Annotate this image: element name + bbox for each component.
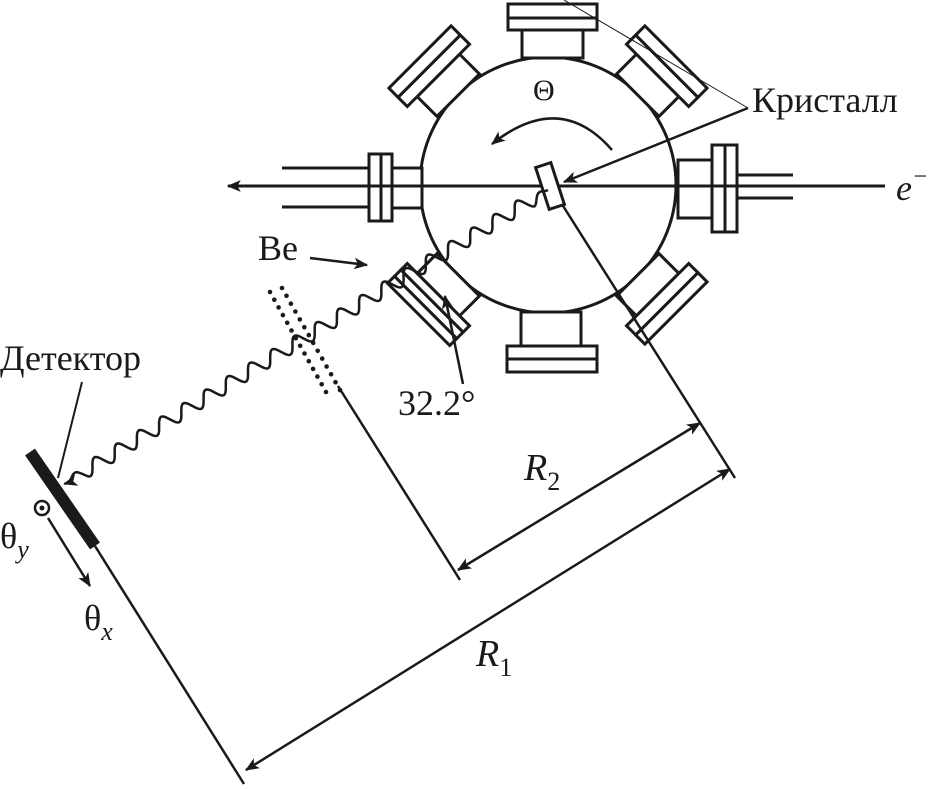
- aperture-dot: [293, 335, 299, 341]
- aperture-dot: [297, 343, 303, 349]
- aperture-dot: [293, 309, 298, 314]
- aperture-dot: [328, 372, 334, 377]
- electron-symbol: e: [896, 168, 912, 208]
- aperture-dot: [319, 382, 325, 387]
- aperture-dot: [333, 379, 338, 385]
- port-top: [506, 2, 599, 60]
- r1-label: R1: [475, 633, 512, 682]
- aperture-dot: [310, 366, 316, 372]
- r2-dimension-arrow: [457, 421, 701, 572]
- theta-x-arrow: [46, 517, 92, 587]
- aperture-dotted: [267, 285, 343, 395]
- aperture-dot: [289, 328, 294, 333]
- aperture-dot: [284, 293, 289, 299]
- electron-charge: −: [912, 164, 928, 190]
- aperture-dot: [319, 356, 325, 361]
- aperture-dot: [315, 374, 320, 379]
- crystal-label: Кристалл: [752, 80, 898, 120]
- be-pointer: [309, 256, 369, 270]
- beryllium-window-label: Be: [258, 228, 298, 268]
- crystal-axis-line: [551, 189, 737, 479]
- aperture-dot: [284, 320, 290, 326]
- theta-x-subscript: x: [100, 617, 113, 646]
- aperture-dot: [280, 312, 286, 318]
- aperture-dot: [306, 358, 312, 364]
- detector-bar: [25, 448, 100, 550]
- r1-main: R: [475, 633, 499, 675]
- port-right: [676, 143, 793, 234]
- crystal-pointer-arrow: [562, 106, 749, 184]
- theta-y-label: θy: [0, 516, 29, 564]
- theta-x-main: θ: [84, 598, 101, 638]
- rotation-angle-label: Θ: [533, 74, 555, 107]
- theta-x-label: θx: [84, 598, 113, 646]
- aperture-dot: [279, 285, 285, 291]
- theta-y-axis-dot: [39, 505, 45, 511]
- port-bottom: [505, 310, 599, 374]
- aperture-dot: [302, 324, 307, 330]
- r1-dimension-arrow: [245, 467, 731, 772]
- r2-main: R: [523, 447, 547, 489]
- aperture-dot: [323, 389, 329, 395]
- aperture-dot: [267, 289, 273, 295]
- aperture-dot: [288, 301, 294, 307]
- aperture-dot: [324, 364, 329, 369]
- detector-pointer: [57, 381, 83, 479]
- aperture-dot: [297, 317, 303, 322]
- detector-reference-line: [93, 545, 246, 785]
- r2-label: R2: [523, 447, 560, 496]
- xray-photon-path: [63, 188, 549, 486]
- aperture-dot: [310, 340, 316, 346]
- electron-label: e−: [896, 164, 928, 208]
- crystal-pointer: [563, 0, 749, 109]
- detector-label: Детектор: [0, 338, 141, 378]
- r1-subscript: 1: [499, 653, 512, 682]
- angle-value-label: 32.2°: [398, 383, 475, 423]
- rotation-arrow: [491, 117, 613, 151]
- aperture-dot: [276, 305, 281, 310]
- aperture-dot: [302, 351, 307, 356]
- theta-y-main: θ: [0, 516, 17, 556]
- r2-subscript: 2: [547, 467, 560, 496]
- aperture-dot: [315, 348, 321, 354]
- crystal: [533, 160, 567, 212]
- port-top-left: [386, 23, 482, 119]
- angle-pointer: [441, 294, 465, 385]
- theta-y-subscript: y: [14, 535, 29, 564]
- aperture-dot: [272, 297, 277, 303]
- aperture-dot: [306, 332, 312, 338]
